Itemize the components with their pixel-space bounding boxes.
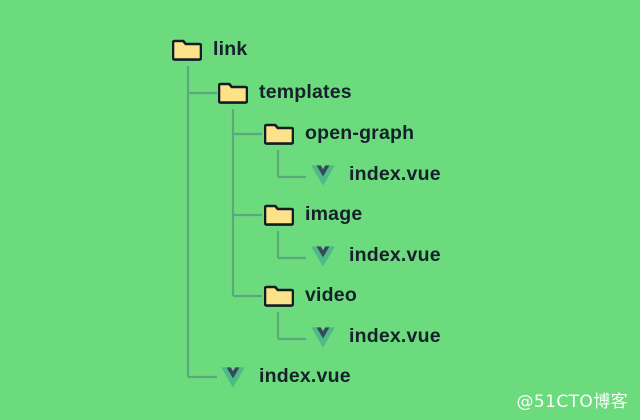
- tree-node-label: index.vue: [349, 325, 441, 348]
- watermark-label: @51CTO博客: [516, 392, 628, 412]
- tree-node-image[interactable]: image: [264, 200, 362, 230]
- tree-node-index-vue[interactable]: index.vue: [218, 362, 351, 392]
- tree-node-link[interactable]: link: [172, 35, 247, 65]
- tree-node-label: open-graph: [305, 122, 415, 145]
- tree-node-label: image: [305, 203, 363, 226]
- tree-node-label: index.vue: [349, 244, 441, 267]
- tree-node-label: index.vue: [349, 163, 441, 186]
- tree-node-label: templates: [259, 81, 352, 104]
- vue-icon: [308, 322, 338, 352]
- folder-icon: [264, 119, 294, 149]
- tree-node-label: video: [305, 284, 357, 307]
- tree-node-video[interactable]: video: [264, 281, 357, 311]
- tree-node-label: index.vue: [259, 365, 351, 388]
- vue-icon: [308, 160, 338, 190]
- folder-icon: [218, 78, 248, 108]
- tree-node-label: link: [213, 38, 248, 61]
- tree-node-index-vue[interactable]: index.vue: [308, 160, 441, 190]
- tree-node-index-vue[interactable]: index.vue: [308, 241, 441, 271]
- folder-icon: [264, 281, 294, 311]
- vue-icon: [308, 241, 338, 271]
- folder-icon: [172, 35, 202, 65]
- tree-node-templates[interactable]: templates: [218, 78, 352, 108]
- vue-icon: [218, 362, 248, 392]
- folder-icon: [264, 200, 294, 230]
- tree-node-open-graph[interactable]: open-graph: [264, 119, 414, 149]
- tree-node-index-vue[interactable]: index.vue: [308, 322, 441, 352]
